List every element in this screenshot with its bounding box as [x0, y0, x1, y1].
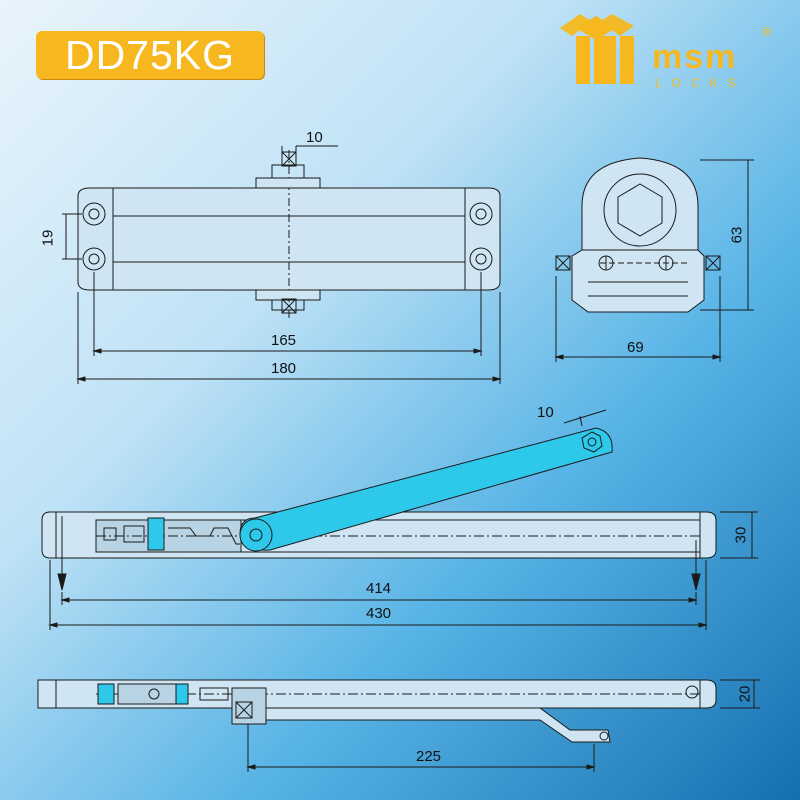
dim-hole-center: 165 [271, 332, 297, 349]
dim-bottom-height: 20 [736, 685, 754, 703]
side-view [41, 409, 758, 630]
top-view [62, 145, 502, 384]
dim-side-height: 30 [732, 526, 750, 544]
dim-total-length: 430 [366, 605, 392, 622]
registered-mark: ® [762, 24, 772, 39]
msm-logo-icon [560, 14, 634, 84]
dim-end-height: 63 [728, 226, 746, 244]
brand-subtitle: LOCKS [655, 76, 746, 90]
dim-hole-spacing: 19 [39, 229, 57, 247]
dim-pin-width: 10 [306, 129, 323, 146]
end-view [554, 157, 754, 362]
dim-screw-spacing: 414 [366, 580, 392, 597]
bottom-view [37, 679, 760, 772]
brand-name: msm [652, 38, 738, 76]
dim-arm-angle: 10 [537, 404, 554, 421]
dim-body-length: 180 [271, 360, 297, 377]
model-code-badge: DD75KG [36, 31, 264, 79]
dim-arm-length: 225 [416, 748, 442, 765]
dim-end-width: 69 [627, 339, 644, 356]
